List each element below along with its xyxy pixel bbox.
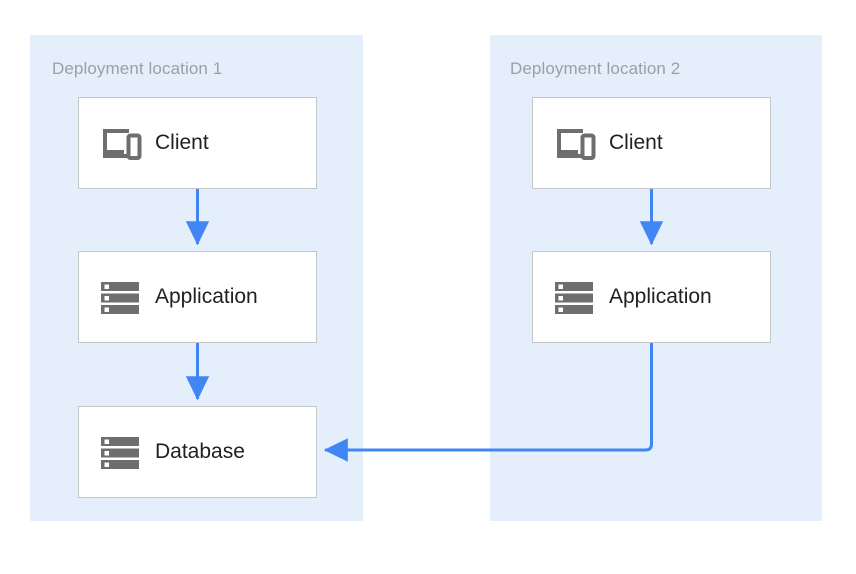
node-application-2[interactable]: Application <box>532 251 771 343</box>
node-client-2[interactable]: Client <box>532 97 771 189</box>
node-client-2-label: Client <box>609 131 663 154</box>
node-client-1-label: Client <box>155 131 209 154</box>
server-icon <box>551 274 597 320</box>
node-client-1[interactable]: Client <box>78 97 317 189</box>
node-database-1-label: Database <box>155 440 245 463</box>
client-devices-icon <box>97 120 143 166</box>
deployment-zone-1-label: Deployment location 1 <box>52 59 223 78</box>
deployment-zone-2-label: Deployment location 2 <box>510 59 681 78</box>
node-database-1[interactable]: Database <box>78 406 317 498</box>
node-application-2-label: Application <box>609 285 712 308</box>
client-devices-icon <box>551 120 597 166</box>
node-application-1-label: Application <box>155 285 258 308</box>
server-icon <box>97 274 143 320</box>
server-icon <box>97 429 143 475</box>
node-application-1[interactable]: Application <box>78 251 317 343</box>
